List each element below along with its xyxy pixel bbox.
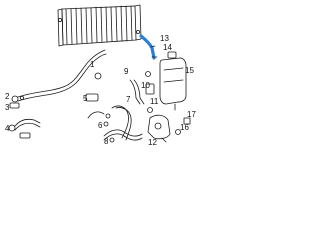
callout-1: 1 bbox=[90, 60, 95, 69]
cooling-system-parts-diagram: 1 2 3 4 5 6 7 8 9 10 11 12 13 14 15 16 1… bbox=[5, 4, 196, 147]
fitting bbox=[175, 129, 181, 135]
callout-11: 11 bbox=[150, 97, 159, 106]
clamp bbox=[105, 113, 111, 119]
hose bbox=[129, 79, 141, 105]
hose bbox=[133, 79, 145, 105]
fitting bbox=[145, 71, 151, 77]
hose-connector bbox=[14, 118, 41, 127]
bracket bbox=[183, 117, 191, 125]
callout-15: 15 bbox=[185, 66, 194, 75]
thermostat-housing bbox=[147, 114, 171, 143]
callout-13: 13 bbox=[160, 34, 169, 43]
callout-3: 3 bbox=[5, 103, 10, 112]
callout-labels: 1 2 3 4 5 6 7 8 9 10 11 12 13 14 15 16 1… bbox=[5, 34, 196, 147]
callout-4: 4 bbox=[5, 124, 10, 133]
hose-clamp bbox=[150, 45, 158, 58]
radiator bbox=[57, 4, 142, 47]
callout-5: 5 bbox=[83, 94, 88, 103]
callout-10: 10 bbox=[141, 81, 150, 90]
clamp bbox=[8, 124, 16, 132]
radiator-outlet-hose bbox=[139, 34, 156, 60]
fitting bbox=[94, 72, 102, 80]
bracket bbox=[145, 83, 155, 95]
coolant-pipe-left bbox=[11, 49, 107, 103]
fitting bbox=[9, 102, 20, 109]
hose bbox=[87, 111, 105, 119]
callout-14: 14 bbox=[163, 43, 172, 52]
callout-9: 9 bbox=[124, 67, 129, 76]
fitting bbox=[19, 132, 31, 139]
callout-16: 16 bbox=[180, 123, 189, 132]
clamp bbox=[147, 107, 153, 113]
clamp bbox=[103, 121, 109, 127]
callout-8: 8 bbox=[104, 137, 109, 146]
coolant-hose-assembly bbox=[103, 105, 143, 143]
hose-connector bbox=[14, 122, 41, 131]
line-art bbox=[8, 4, 191, 143]
coolant-reservoir bbox=[159, 51, 187, 111]
callout-12: 12 bbox=[148, 138, 157, 147]
bracket bbox=[85, 93, 99, 102]
callout-6: 6 bbox=[98, 121, 103, 130]
callout-2: 2 bbox=[5, 92, 10, 101]
callout-17: 17 bbox=[187, 110, 196, 119]
callout-7: 7 bbox=[126, 95, 131, 104]
